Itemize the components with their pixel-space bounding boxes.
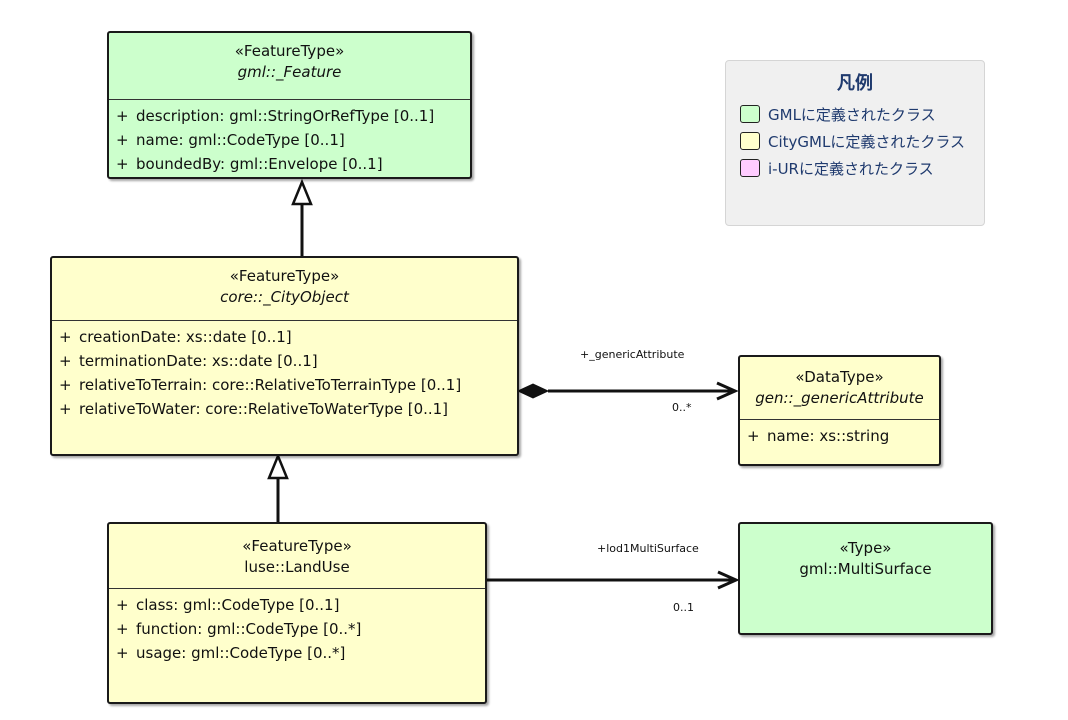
class-name: gen::_genericAttribute <box>755 389 924 407</box>
attribute-text: terminationDate: xs::date [0..1] <box>79 352 318 370</box>
attribute-row: +class: gml::CodeType [0..1] <box>116 596 340 614</box>
attribute-compartment: +name: xs::string <box>740 419 939 448</box>
association-role-generic: +_genericAttribute <box>580 348 685 361</box>
attribute-row: +name: xs::string <box>747 427 890 445</box>
stereotype: «DataType» <box>795 368 884 386</box>
attribute-text: creationDate: xs::date [0..1] <box>79 328 292 346</box>
generalization-arrowhead-cityobject <box>267 452 289 480</box>
attribute-text: boundedBy: gml::Envelope [0..1] <box>136 155 383 173</box>
legend-swatch <box>740 159 760 177</box>
stereotype: «FeatureType» <box>242 537 352 555</box>
attribute-compartment: +class: gml::CodeType [0..1] +function: … <box>109 588 485 665</box>
class-luse-landuse[interactable]: «FeatureType» luse::LandUse +class: gml:… <box>107 522 487 704</box>
attribute-compartment: +description: gml::StringOrRefType [0..1… <box>109 99 470 176</box>
attribute-row: +function: gml::CodeType [0..*] <box>116 620 362 638</box>
association-role-lod1: +lod1MultiSurface <box>597 542 699 555</box>
association-arrowhead-lod1 <box>717 570 740 590</box>
attribute-row: +name: gml::CodeType [0..1] <box>116 131 345 149</box>
class-gen-genericattribute[interactable]: «DataType» gen::_genericAttribute +name:… <box>738 355 941 466</box>
class-name: gml::MultiSurface <box>799 560 932 578</box>
legend-swatch <box>740 105 760 123</box>
attribute-row: +usage: gml::CodeType [0..*] <box>116 644 346 662</box>
legend-title: 凡例 <box>837 73 873 94</box>
composition-diamond <box>516 383 550 399</box>
class-name: gml::_Feature <box>237 63 342 81</box>
attribute-text: name: xs::string <box>767 427 890 445</box>
class-gml-feature[interactable]: «FeatureType» gml::_Feature +description… <box>107 31 472 179</box>
class-core-cityobject[interactable]: «FeatureType» core::_CityObject +creatio… <box>50 256 519 456</box>
legend-label: i-URに定義されたクラス <box>768 159 934 178</box>
stereotype: «FeatureType» <box>234 42 345 60</box>
legend-item-citygml: CityGMLに定義されたクラス <box>740 130 965 152</box>
attribute-row: +description: gml::StringOrRefType [0..1… <box>116 107 435 125</box>
attribute-row: +relativeToWater: core::RelativeToWaterT… <box>59 400 449 418</box>
attribute-text: function: gml::CodeType [0..*] <box>136 620 362 638</box>
attribute-text: relativeToTerrain: core::RelativeToTerra… <box>79 376 462 394</box>
attribute-text: description: gml::StringOrRefType [0..1] <box>136 107 435 125</box>
attribute-text: relativeToWater: core::RelativeToWaterTy… <box>79 400 449 418</box>
attribute-text: usage: gml::CodeType [0..*] <box>136 644 346 662</box>
attribute-row: +terminationDate: xs::date [0..1] <box>59 352 318 370</box>
association-multiplicity-generic: 0..* <box>672 401 692 414</box>
class-name: core::_CityObject <box>220 288 349 306</box>
attribute-text: name: gml::CodeType [0..1] <box>136 131 345 149</box>
stereotype: «Type» <box>839 539 892 557</box>
class-gml-multisurface[interactable]: «Type» gml::MultiSurface <box>738 522 993 635</box>
legend-item-iur: i-URに定義されたクラス <box>740 157 934 179</box>
stereotype: «FeatureType» <box>229 267 340 285</box>
attribute-text: class: gml::CodeType [0..1] <box>136 596 340 614</box>
legend-label: GMLに定義されたクラス <box>768 105 936 124</box>
legend-label: CityGMLに定義されたクラス <box>768 132 966 151</box>
attribute-row: +relativeToTerrain: core::RelativeToTerr… <box>59 376 462 394</box>
attribute-compartment: +creationDate: xs::date [0..1] +terminat… <box>52 320 517 421</box>
attribute-row: +creationDate: xs::date [0..1] <box>59 328 292 346</box>
composition-arrowhead <box>716 381 739 401</box>
legend-swatch <box>740 132 760 150</box>
class-name: luse::LandUse <box>244 558 350 576</box>
association-multiplicity-lod1: 0..1 <box>673 601 694 614</box>
legend: 凡例 GMLに定義されたクラス CityGMLに定義されたクラス i-URに定義… <box>725 60 985 226</box>
legend-item-gml: GMLに定義されたクラス <box>740 103 936 125</box>
generalization-arrowhead-feature <box>291 178 313 206</box>
attribute-row: +boundedBy: gml::Envelope [0..1] <box>116 155 383 173</box>
